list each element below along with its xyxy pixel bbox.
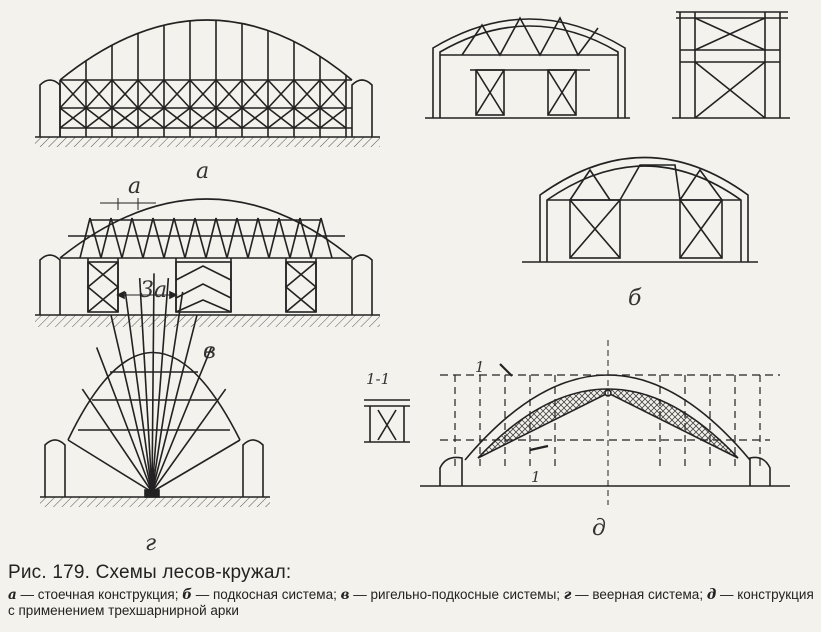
section-1-1-label: 1-1: [366, 370, 390, 388]
label-g: г: [145, 531, 156, 556]
label-a: а: [196, 159, 209, 184]
scheme-d-three-hinged-arch: [420, 340, 790, 505]
caption-key-a: а: [8, 587, 17, 603]
caption-text-g: — веерная система;: [571, 587, 707, 602]
cut-1-bottom: 1: [531, 468, 541, 486]
scheme-g-fan-system: [40, 273, 270, 507]
section-1-1-detail: [364, 399, 410, 443]
scaffold-schemes-drawing: а а 3а в г: [35, 11, 790, 556]
scheme-b-strut-system-bottom: [522, 156, 758, 263]
caption-text-v: — ригельно-подкосные системы;: [349, 587, 564, 602]
caption-text-a: — стоечная конструкция;: [16, 587, 183, 602]
dimension-a: а: [128, 174, 141, 199]
caption-key-g: г: [563, 587, 572, 603]
figure-title: Рис. 179. Схемы лесов-кружал:: [8, 562, 292, 583]
cut-1-top: 1: [475, 358, 485, 376]
label-b: б: [628, 286, 642, 311]
caption-text-b: — подкосная система;: [191, 587, 341, 602]
scheme-b-strut-system-top: [425, 16, 630, 119]
caption-key-v: в: [340, 587, 350, 603]
scheme-a-post-structure: [35, 19, 380, 147]
caption-key-b: б: [182, 587, 192, 603]
scheme-b-scaffold-tower: [672, 11, 790, 119]
caption-text-d: — конструкция с применением трехшарнирно…: [8, 587, 814, 618]
caption-key-d: д: [706, 587, 717, 603]
figure-caption: Рис. 179. Схемы лесов-кружал: а — стоечн…: [8, 562, 816, 619]
figure-description: а — стоечная конструкция; б — подкосная …: [8, 587, 816, 619]
scheme-v-girder-strut: [35, 198, 380, 327]
label-d: д: [592, 516, 606, 541]
